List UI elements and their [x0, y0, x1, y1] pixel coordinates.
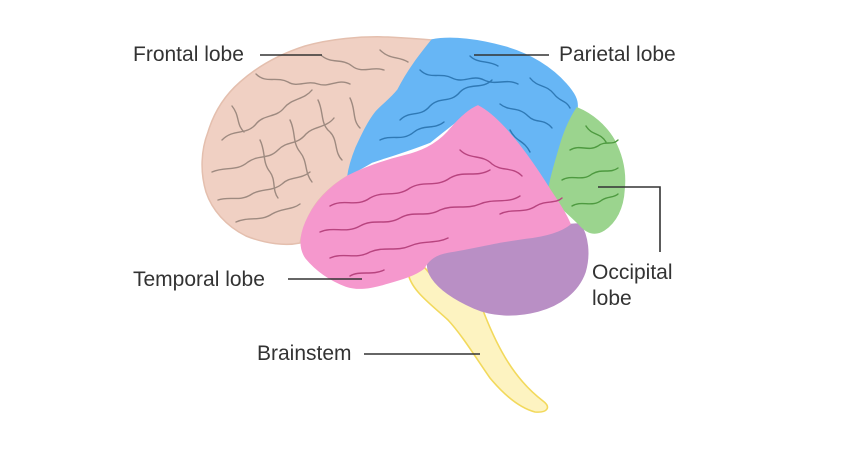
parietal-lobe-gyri — [379, 55, 571, 153]
brainstem-label: Brainstem — [257, 342, 352, 365]
occipital-lobe-label: Occipital lobe — [592, 260, 673, 312]
occipital-leader-line — [598, 186, 661, 252]
temporal-lobe-label: Temporal lobe — [133, 268, 265, 291]
temporal-lobe-region — [300, 105, 571, 289]
temporal-lobe-gyri — [319, 149, 563, 277]
frontal-lobe-label: Frontal lobe — [133, 43, 244, 66]
parietal-lobe-label: Parietal lobe — [559, 43, 676, 66]
occipital-lobe-label-line1: Occipital — [592, 261, 673, 284]
occipital-lobe-label-line2: lobe — [592, 287, 632, 310]
leader-lines — [260, 54, 661, 355]
frontal-lobe-gyri — [211, 49, 409, 223]
occipital-lobe-gyri — [561, 125, 619, 207]
occipital-lobe-region — [547, 107, 626, 234]
